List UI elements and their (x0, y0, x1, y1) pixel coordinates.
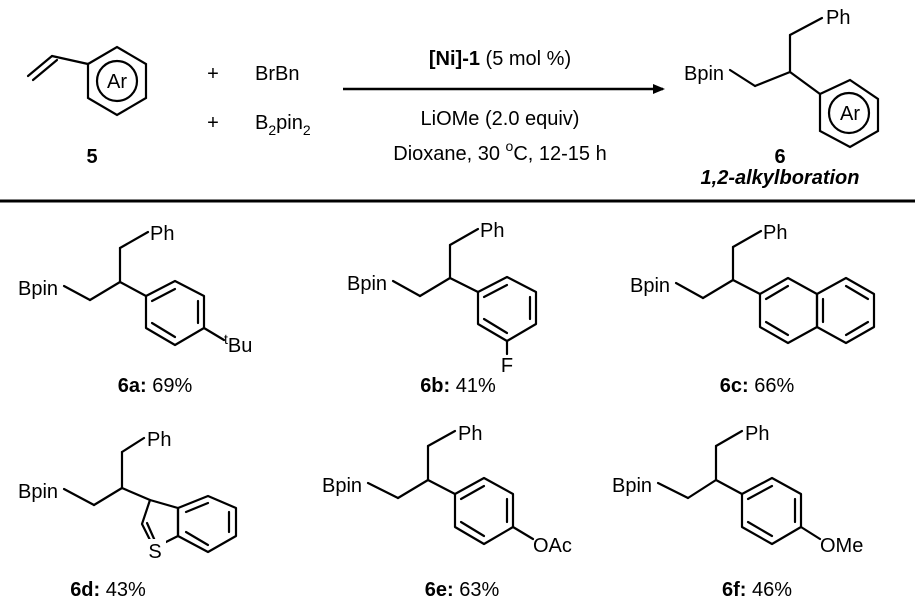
reactant-ring-label: Ar (107, 71, 127, 93)
svg-text:S: S (148, 541, 161, 563)
product-6d-structure: Bpin Ph S (18, 429, 238, 563)
svg-text:Bpin: Bpin (630, 275, 670, 297)
svg-text:F: F (501, 355, 513, 377)
product-6b-structure: Bpin Ph F (347, 220, 538, 377)
svg-text:Bpin: Bpin (18, 481, 58, 503)
reagent-b2pin2: B2pin2 (255, 112, 311, 138)
svg-text:Ph: Ph (763, 222, 787, 244)
product-6e-label: 6e: 63% (425, 579, 500, 601)
svg-text:Ph: Ph (147, 429, 171, 451)
product-6e-structure: Bpin Ph OAc (322, 423, 572, 557)
svg-text:Ph: Ph (480, 220, 504, 242)
product-number: 6 (774, 146, 785, 168)
reactant-styrene: Ar (26, 45, 148, 117)
product-6a-label: 6a: 69% (118, 375, 193, 397)
svg-text:OAc: OAc (533, 535, 572, 557)
product-6c-label: 6c: 66% (720, 375, 795, 397)
product-6b-label: 6b: 41% (420, 375, 496, 397)
svg-text:Bpin: Bpin (684, 63, 724, 85)
product-6c-structure: Bpin Ph (630, 222, 876, 345)
product-type-label: 1,2-alkylboration (701, 167, 860, 189)
svg-text:Ph: Ph (826, 7, 850, 29)
svg-text:Bpin: Bpin (322, 475, 362, 497)
reactant-number: 5 (86, 146, 97, 168)
svg-text:Bpin: Bpin (18, 278, 58, 300)
svg-text:Ph: Ph (458, 423, 482, 445)
product-6-structure: Bpin Ph Ar (684, 7, 880, 149)
product-ring-label: Ar (840, 103, 860, 125)
plus-sign-1: + (207, 63, 219, 85)
catalyst-condition: [Ni]-1 (5 mol %) (429, 48, 571, 70)
base-condition: LiOMe (2.0 equiv) (421, 108, 580, 130)
svg-text:tBu: tBu (224, 331, 252, 357)
product-6d-label: 6d: 43% (70, 579, 146, 601)
svg-text:Ph: Ph (745, 423, 769, 445)
svg-text:OMe: OMe (820, 535, 863, 557)
product-6f-structure: Bpin Ph OMe (612, 423, 863, 557)
reagent-benzyl-bromide: BrBn (255, 63, 299, 85)
plus-sign-2: + (207, 112, 219, 134)
product-6f-label: 6f: 46% (722, 579, 792, 601)
solvent-condition: Dioxane, 30 oC, 12-15 h (393, 138, 606, 165)
svg-text:Bpin: Bpin (612, 475, 652, 497)
svg-text:Ph: Ph (150, 223, 174, 245)
svg-text:Bpin: Bpin (347, 273, 387, 295)
product-6a-structure: Bpin Ph tBu (18, 223, 252, 357)
